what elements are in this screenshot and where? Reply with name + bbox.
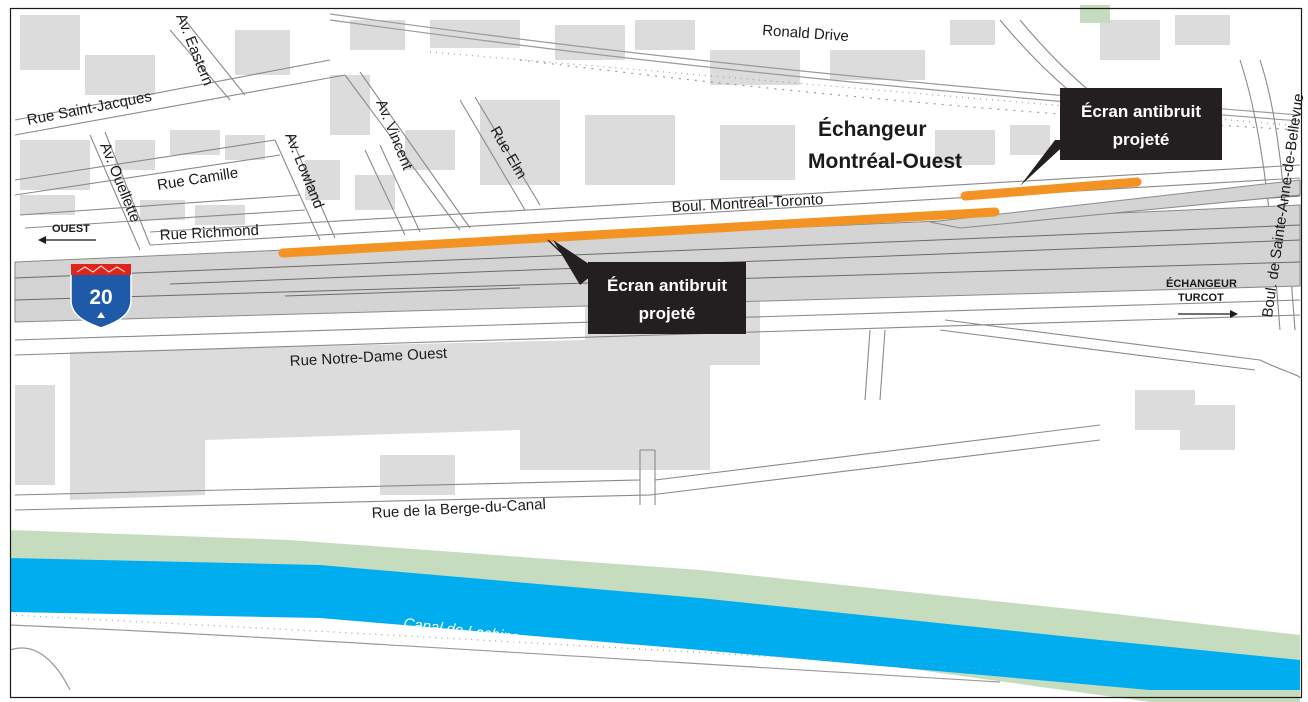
arrow-left-icon	[38, 236, 96, 244]
noise-barriers	[278, 177, 1142, 258]
canal-water	[10, 558, 1300, 690]
noise-barrier-west	[278, 207, 1000, 258]
canal-area	[9, 530, 1300, 702]
interchange-label-line2: Montréal-Ouest	[808, 150, 962, 173]
callout-south-line1: Écran antibruit	[607, 276, 727, 295]
direction-turcot-line1: ÉCHANGEUR	[1166, 277, 1237, 290]
callout-pointer-south-wedge	[553, 240, 598, 285]
callout-box-south	[588, 262, 746, 334]
callout-box-north	[1060, 88, 1222, 160]
callout-south-line2: projeté	[639, 304, 696, 323]
label-rue-richmond: Rue Richmond	[159, 222, 259, 244]
callout-pointer-north	[1020, 140, 1070, 186]
noise-barrier-east	[960, 177, 1142, 201]
callout-north-line1: Écran antibruit	[1081, 102, 1201, 121]
direction-turcot-line2: TURCOT	[1178, 292, 1224, 304]
label-ronald-drive: Ronald Drive	[762, 22, 850, 45]
buildings	[15, 15, 1235, 500]
direction-west-label: OUEST	[52, 223, 90, 235]
interchange-label-line1: Échangeur	[818, 118, 927, 141]
park-patch	[1080, 5, 1110, 23]
arrow-right-icon	[1178, 310, 1238, 318]
callout-north-line2: projeté	[1113, 130, 1170, 149]
map-border	[9, 7, 1303, 699]
route-20-shield-icon: 20	[70, 264, 132, 329]
route-20-number: 20	[89, 286, 112, 309]
